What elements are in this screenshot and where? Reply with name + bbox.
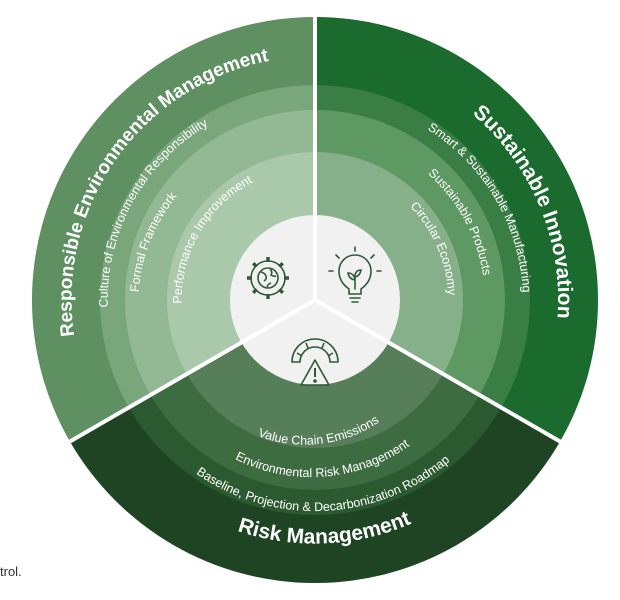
gear-globe-icon: [247, 257, 289, 299]
gauge-warning-icon: [291, 338, 339, 386]
clipped-caption-text: trol.: [0, 564, 22, 579]
hub-dividers: [238, 213, 392, 346]
lightbulb-plant-icon: [328, 246, 382, 303]
